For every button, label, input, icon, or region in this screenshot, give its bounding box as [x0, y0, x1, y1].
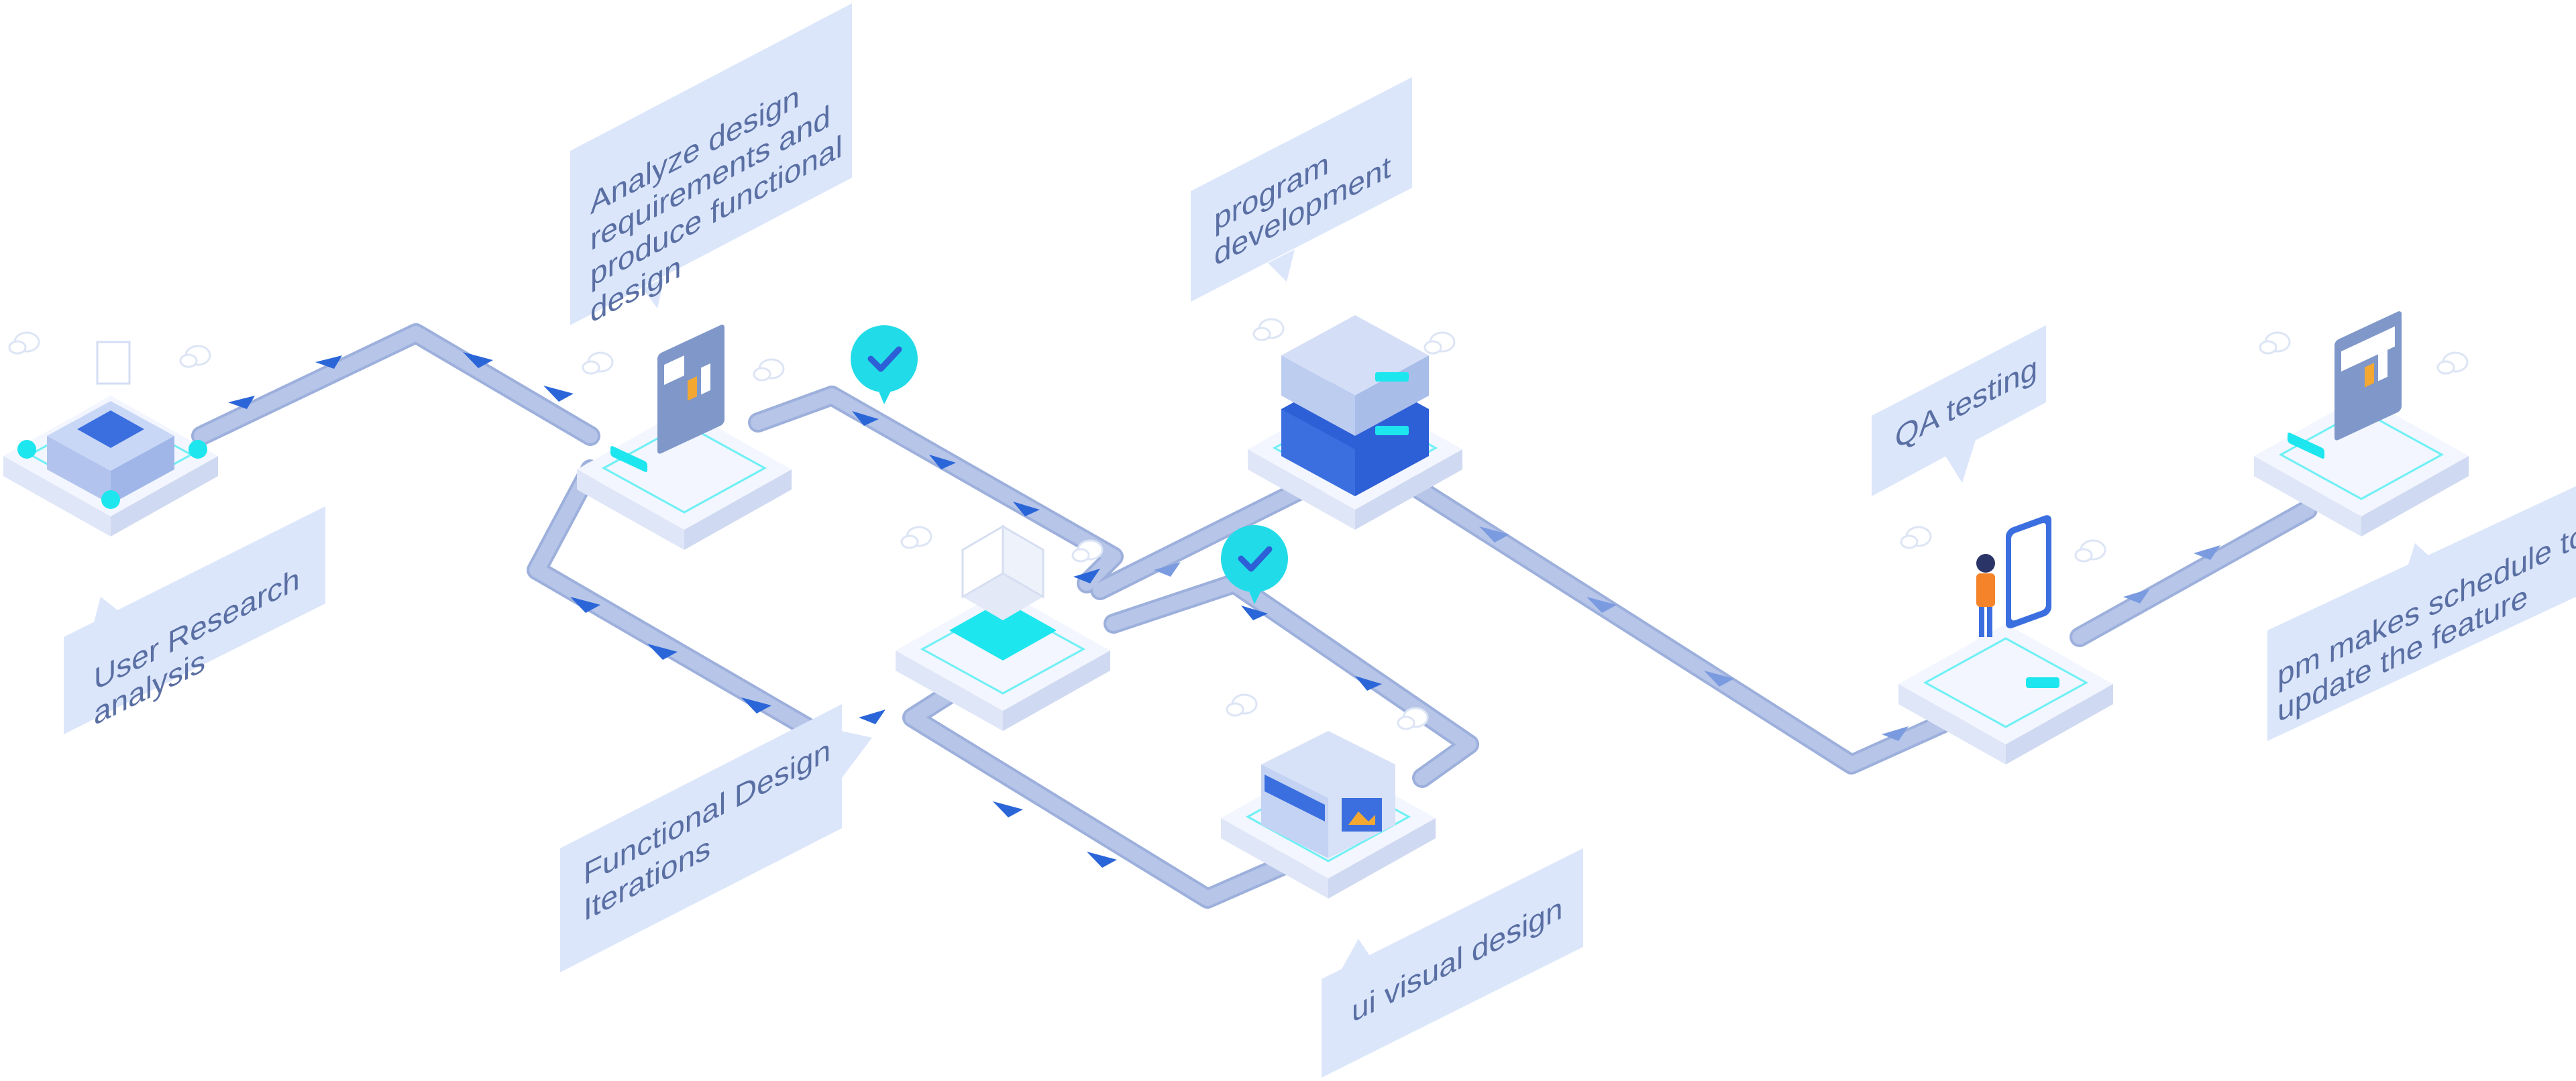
checkmark-bubble — [1221, 525, 1288, 604]
chevron-arrow-icon — [463, 352, 493, 368]
analyze-node — [576, 325, 793, 551]
program-development-label: program development — [1191, 77, 1412, 302]
chevron-arrow-icon — [228, 396, 255, 409]
chevron-arrow-icon — [2194, 545, 2220, 560]
pm-schedule-node — [2253, 311, 2470, 538]
chevron-arrow-icon — [859, 709, 885, 724]
chevron-arrow-icon — [1013, 502, 1040, 516]
chevron-arrow-icon — [647, 644, 678, 660]
chevron-arrow-icon — [852, 411, 879, 426]
chevron-arrow-icon — [1704, 671, 1734, 687]
chevron-arrow-icon — [929, 455, 956, 469]
chevron-arrow-icon — [1087, 852, 1117, 868]
chevron-arrow-icon — [1073, 569, 1100, 583]
ui-visual-design-node — [1220, 693, 1437, 900]
program-development-node — [1246, 315, 1464, 531]
chevron-arrow-icon — [1154, 562, 1181, 577]
chevron-arrow-icon — [315, 355, 342, 369]
checkmark-bubble — [851, 325, 918, 404]
functional-design-node — [894, 524, 1112, 732]
chevron-arrow-icon — [543, 386, 574, 402]
user-research-label: User Research analysis — [64, 506, 325, 734]
analyze-label: Analyze design requirements and produce … — [570, 3, 852, 330]
chevron-arrow-icon — [1587, 597, 1617, 613]
chevron-arrow-icon — [1241, 606, 1268, 620]
qa-testing-node — [1897, 515, 2114, 766]
chevron-arrow-icon — [1882, 726, 1909, 741]
flow-arrows — [228, 352, 2220, 868]
ui-visual-design-label: ui visual design — [1322, 848, 1583, 1078]
checkmark-icon — [867, 346, 902, 372]
chevron-arrow-icon — [2123, 589, 2150, 604]
pm-schedule-label: pm makes schedule to update the feature — [2267, 486, 2576, 741]
checkmark-icon — [1238, 546, 1273, 572]
qa-testing-label: QA testing — [1872, 325, 2046, 496]
chevron-arrow-icon — [1479, 526, 1509, 543]
chevron-arrow-icon — [993, 801, 1023, 817]
chevron-arrow-icon — [741, 697, 771, 714]
chevron-arrow-icon — [1355, 676, 1382, 691]
connection-tracks — [191, 323, 2318, 909]
functional-design-label: Functional Design Iterations — [560, 704, 872, 972]
chevron-arrow-icon — [570, 597, 600, 613]
user-research-node — [2, 331, 219, 538]
